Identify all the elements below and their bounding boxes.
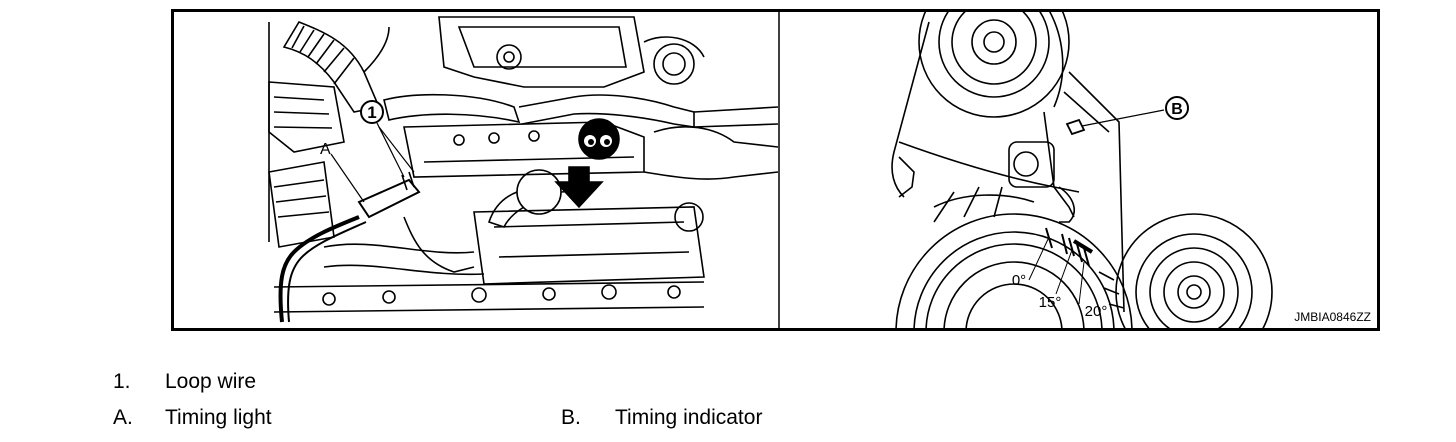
timing-cover (898, 111, 1080, 223)
callout-1-label: 1 (367, 103, 376, 122)
crank-pulley (895, 186, 1133, 328)
legend-text-timing-light: Timing light (165, 406, 272, 429)
legend-key-1: 1. (113, 370, 131, 393)
label-a: A (320, 141, 331, 158)
engine-cover (438, 16, 705, 88)
legend-key-b: B. (561, 406, 581, 429)
coolant-hoses (383, 93, 778, 128)
mark-0-deg: 0° (1012, 272, 1026, 289)
callout-1: 1 (360, 100, 405, 178)
diagram-frame: 1 A (171, 9, 1380, 331)
legend-text-timing-indicator: Timing indicator (615, 406, 763, 429)
legend-text-loop-wire: Loop wire (165, 370, 257, 393)
lower-radiator-support (273, 202, 705, 313)
callout-b: B (1165, 96, 1189, 120)
bottom-bolts (322, 284, 681, 306)
view-symbol-icon (578, 118, 620, 160)
mark-15-deg: 15° (1039, 294, 1062, 311)
timing-light-clamp (278, 126, 421, 323)
label-a-leader (330, 153, 365, 203)
crank-pulley-view (891, 12, 1273, 328)
drive-belt (891, 21, 1125, 313)
figure-code: JMBIA0846ZZ (1294, 310, 1371, 324)
legend-key-a: A. (113, 406, 133, 429)
upper-pulley (918, 12, 1070, 118)
idler-pulley (1115, 213, 1273, 328)
timing-indicator (1065, 109, 1165, 136)
mark-20-deg: 20° (1085, 303, 1108, 320)
engine-illustration: 1 A (268, 12, 1273, 328)
engine-bay-view (268, 16, 778, 323)
attention-arrow-icon (554, 166, 604, 209)
callout-b-label: B (1171, 101, 1183, 118)
